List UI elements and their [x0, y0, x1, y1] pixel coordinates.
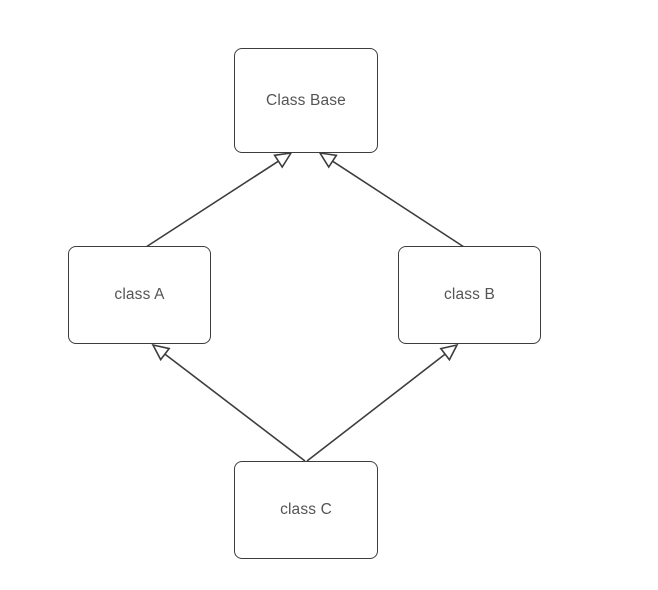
- class-node-label: class A: [114, 286, 165, 303]
- edge-line-b-to-base: [332, 160, 465, 248]
- class-node-a[interactable]: class A: [68, 246, 211, 344]
- arrowhead-a-to-base: [273, 151, 293, 169]
- edge-line-c-to-a: [164, 353, 306, 462]
- class-node-label: class B: [443, 286, 495, 303]
- class-node-label: class C: [280, 501, 332, 518]
- arrowhead-c-to-a: [151, 343, 171, 362]
- class-node-c[interactable]: class C: [234, 461, 378, 559]
- class-node-label: Class Base: [266, 91, 346, 109]
- class-node-base[interactable]: Class Base: [234, 48, 378, 153]
- arrowhead-c-to-b: [439, 343, 459, 362]
- edge-line-a-to-base: [145, 160, 279, 248]
- class-node-b[interactable]: class B: [398, 246, 541, 344]
- arrowhead-b-to-base: [318, 151, 338, 169]
- edge-line-c-to-b: [306, 353, 446, 462]
